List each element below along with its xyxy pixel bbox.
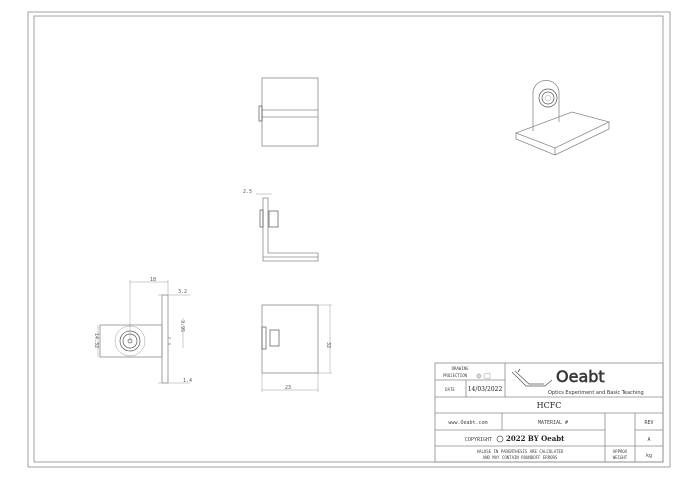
- approx-label: APPROX: [613, 449, 628, 454]
- rev-label: REV: [644, 420, 653, 426]
- dim-3-95: 3.95: [179, 320, 185, 332]
- projection-symbol-icon: [476, 372, 491, 380]
- date-value: 14/03/2022: [468, 386, 503, 393]
- top-view: [258, 77, 319, 147]
- weight-label: WEIGHT: [613, 455, 628, 460]
- copyright-label: COPYRIGHT: [465, 437, 492, 443]
- copyright-icon: [496, 435, 504, 443]
- weight-unit: kg: [646, 453, 652, 459]
- dim-2-5: 2.5: [243, 189, 252, 195]
- copyright-value: 2022 BY Oeabt: [506, 434, 565, 443]
- rev-value: A: [647, 437, 650, 443]
- inner-border: [33, 15, 664, 463]
- dim-14-32: 14.32: [93, 333, 99, 348]
- outer-border: [27, 11, 671, 468]
- date-label: DATE: [445, 387, 455, 392]
- logo-text: Oeabt: [556, 367, 605, 386]
- side-view: 2.5: [243, 189, 319, 262]
- note-line-1: VALUSE IN PARENTHESIS ARE CALCULATED: [477, 449, 564, 454]
- oeabt-logo: Oeabt Optics Experiment and Basic Teachi…: [511, 367, 644, 396]
- logo-tagline: Optics Experiment and Basic Teaching: [548, 390, 644, 396]
- isometric-view: [514, 80, 611, 156]
- drawing-label: DRAWING: [452, 366, 469, 371]
- dim-18: 18: [150, 277, 156, 283]
- projection-label: PROJECTION: [443, 373, 468, 378]
- dim-23: 23: [285, 385, 291, 391]
- dim-1-4: 1.4: [183, 378, 192, 384]
- note-line-2: AND MAY CONTAIN ROUNDOFF ERRORS: [483, 455, 558, 460]
- title-block: DRAWING PROJECTION DATE 14/03/2022 Oeabt…: [434, 362, 664, 463]
- left-view: 18 3.2 3.95 14.32 1.4: [93, 277, 192, 384]
- material-label: MATERIAL #: [538, 420, 568, 426]
- dim-32: 32: [325, 342, 331, 348]
- website: www.Oeabt.com: [448, 420, 487, 426]
- front-view: 32 23: [261, 304, 332, 392]
- part-name: HCFC: [537, 401, 562, 410]
- dim-3-2: 3.2: [178, 289, 187, 295]
